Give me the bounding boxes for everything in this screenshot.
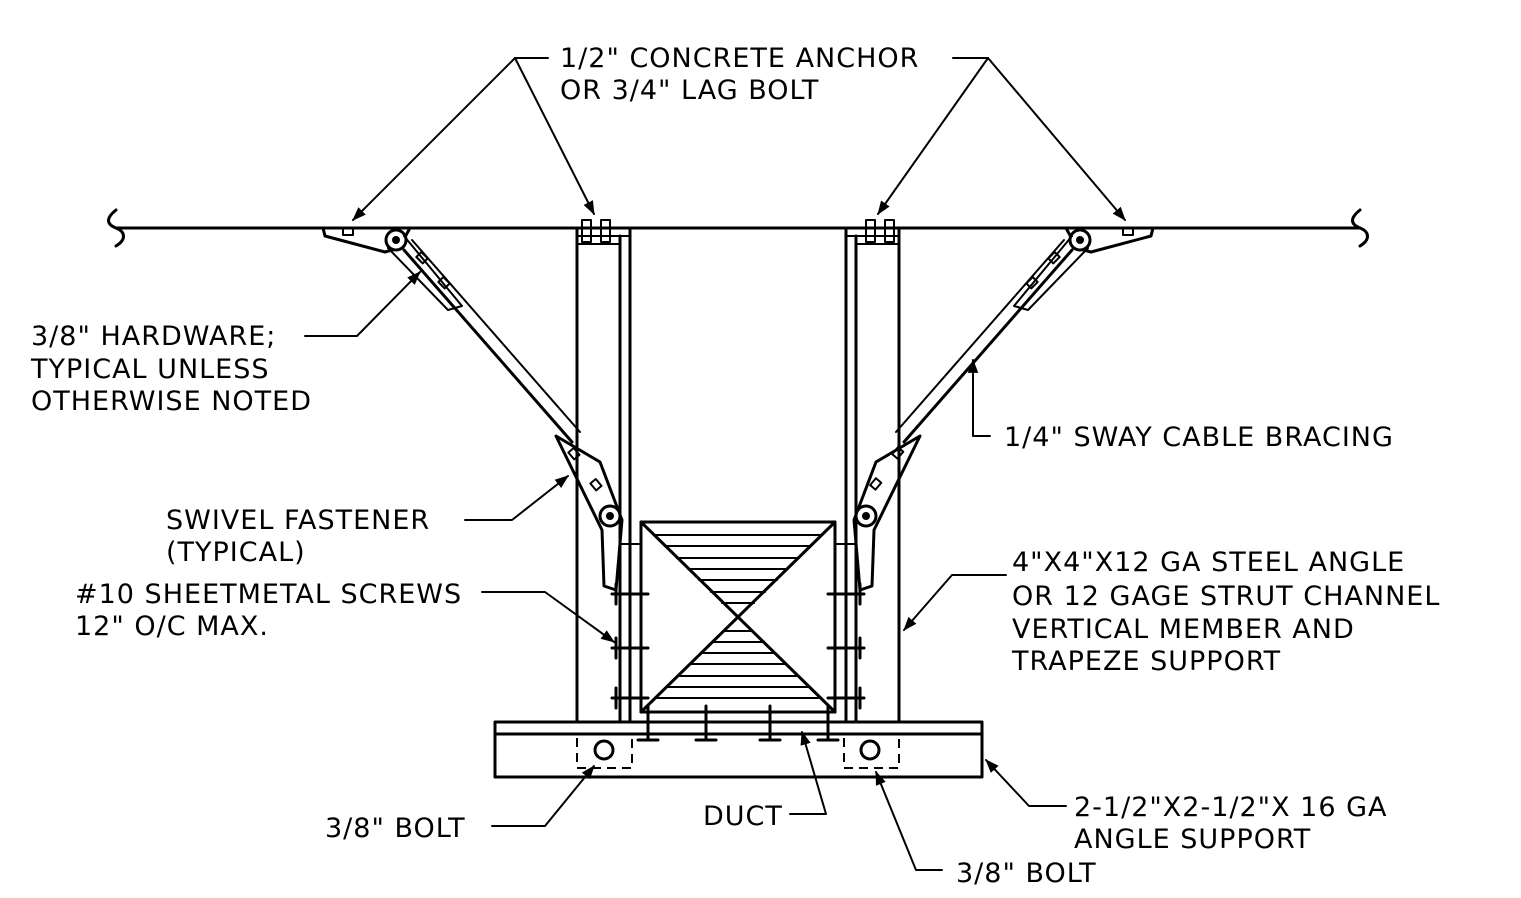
bolt-right (843, 733, 900, 769)
sheetmetal-screws-left (610, 543, 650, 710)
label-hardware-line3: OTHERWISE NOTED (31, 386, 312, 417)
leader-duct (789, 730, 827, 815)
leader-hardware (304, 271, 421, 337)
bolt-left (576, 733, 633, 769)
sway-cable-right (895, 235, 1089, 444)
label-angle-line2: OR 12 GAGE STRUT CHANNEL (1012, 581, 1440, 612)
sway-cable-left (387, 235, 581, 444)
leader-cable (967, 358, 991, 437)
label-swivel-line1: SWIVEL FASTENER (166, 505, 430, 536)
break-mark-left (107, 208, 125, 248)
leader-bolt-right (875, 770, 943, 871)
label-bolt-right: 3/8" BOLT (956, 858, 1097, 889)
angle-support (493, 720, 984, 779)
leader-swivel (464, 475, 569, 521)
label-screws-line2: 12" O/C MAX. (75, 611, 269, 642)
swivel-fastener-right (852, 434, 922, 592)
leader-support (985, 759, 1067, 807)
leader-bolt-left (491, 765, 595, 827)
leader-screws (481, 591, 615, 643)
label-angle-line4: TRAPEZE SUPPORT (1011, 646, 1281, 677)
label-anchor-line1: 1/2" CONCRETE ANCHOR (560, 43, 919, 74)
label-hardware-line2: TYPICAL UNLESS (30, 354, 270, 385)
label-screws-line1: #10 SHEETMETAL SCREWS (75, 579, 462, 610)
leader-anchor (352, 57, 1126, 221)
duct-shading-bottom (655, 630, 821, 699)
label-support-line1: 2-1/2"X2-1/2"X 16 GA (1074, 792, 1388, 823)
ceiling-structure-line (107, 208, 1369, 248)
leader-angle (903, 574, 1007, 631)
ceiling-bracket-left (321, 226, 412, 254)
label-support-line2: ANGLE SUPPORT (1074, 824, 1311, 855)
vertical-member-left (575, 219, 632, 724)
label-angle-line3: VERTICAL MEMBER AND (1012, 614, 1355, 645)
label-swivel-line2: (TYPICAL) (166, 537, 306, 568)
label-cable: 1/4" SWAY CABLE BRACING (1004, 422, 1394, 453)
label-anchor-line2: OR 3/4" LAG BOLT (560, 75, 819, 106)
duct-section (639, 520, 837, 714)
duct-shading-top (653, 534, 823, 604)
break-mark-right (1351, 208, 1369, 248)
vertical-member-right (844, 219, 901, 724)
swivel-fastener-left (554, 434, 624, 592)
sheetmetal-screws-right (826, 543, 866, 710)
label-hardware-line1: 3/8" HARDWARE; (31, 321, 276, 352)
label-duct: DUCT (703, 801, 783, 832)
ceiling-bracket-right (1064, 226, 1155, 254)
label-angle-line1: 4"X4"X12 GA STEEL ANGLE (1012, 547, 1405, 578)
label-bolt-left: 3/8" BOLT (325, 813, 466, 844)
